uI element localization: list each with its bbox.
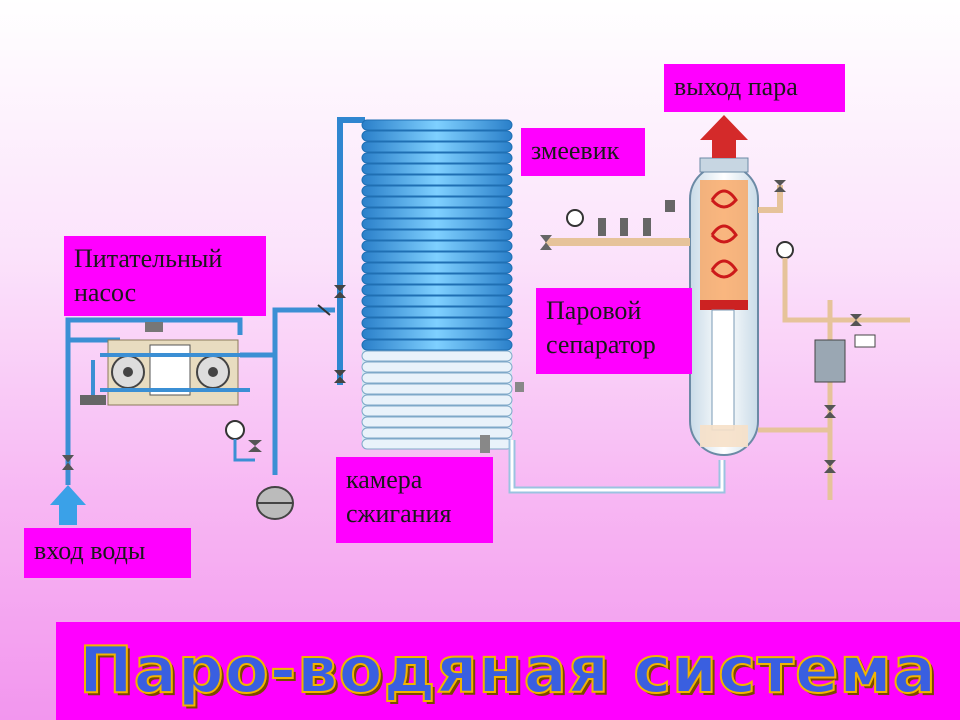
inlet-pipe <box>65 317 243 485</box>
coil-turn <box>361 328 513 340</box>
inlet-valve <box>62 455 74 470</box>
coil-turn <box>361 427 513 439</box>
coil-turn <box>361 383 513 395</box>
pump-outlet-pipe <box>240 307 335 358</box>
coil-turn <box>361 394 513 406</box>
coil-turn <box>361 152 513 164</box>
coil-turn <box>361 306 513 318</box>
coil-turn <box>361 141 513 153</box>
coil-turn <box>361 405 513 417</box>
coil-turn <box>361 339 513 351</box>
coil-turn <box>361 295 513 307</box>
coil-turn <box>361 229 513 241</box>
coil-turn <box>361 317 513 329</box>
coil-outlet-pipe <box>508 440 726 494</box>
label-steam-out: выход пара <box>664 64 845 112</box>
coil-turn <box>361 207 513 219</box>
feed-pump <box>100 322 250 406</box>
coil-turn <box>361 185 513 197</box>
coil-turn <box>361 273 513 285</box>
coil-turn <box>361 284 513 296</box>
coil-turn <box>361 361 513 373</box>
coil-turn <box>361 130 513 142</box>
coil-turn <box>361 163 513 175</box>
label-steam-separator: Паровой сепаратор <box>536 288 692 374</box>
coil-turn <box>361 251 513 263</box>
label-coil: змеевик <box>521 128 645 176</box>
coil <box>361 119 513 450</box>
riser-valve-1 <box>334 285 346 298</box>
coil-turn <box>361 218 513 230</box>
steam-manifold <box>540 200 690 250</box>
label-combustion-chamber: камера сжигания <box>336 457 493 543</box>
burner-port <box>480 435 490 453</box>
water-inlet-arrow <box>50 485 86 525</box>
steam-separator <box>689 157 759 456</box>
label-feed-pump: Питательный насос <box>64 236 266 316</box>
coil-turn <box>361 119 513 131</box>
coil-turn <box>361 416 513 428</box>
swirl-icons <box>710 189 738 279</box>
coil-riser-pipe <box>337 117 365 385</box>
pump-gauge <box>225 420 262 462</box>
check-valve <box>317 304 331 316</box>
inlet-filter <box>80 395 106 405</box>
accumulator <box>256 486 294 520</box>
riser-valve-2 <box>334 370 346 383</box>
steam-outlet-arrow <box>700 115 748 158</box>
separator-drain-piping <box>758 180 910 500</box>
coil-turn <box>361 372 513 384</box>
page-title: Паро-водяная система <box>78 633 937 709</box>
coil-turn <box>361 174 513 186</box>
title-banner: Паро-водяная система <box>56 622 960 720</box>
coil-turn <box>361 350 513 362</box>
label-water-inlet: вход воды <box>24 528 191 578</box>
coil-turn <box>361 240 513 252</box>
coil-turn <box>361 262 513 274</box>
coil-turn <box>361 196 513 208</box>
